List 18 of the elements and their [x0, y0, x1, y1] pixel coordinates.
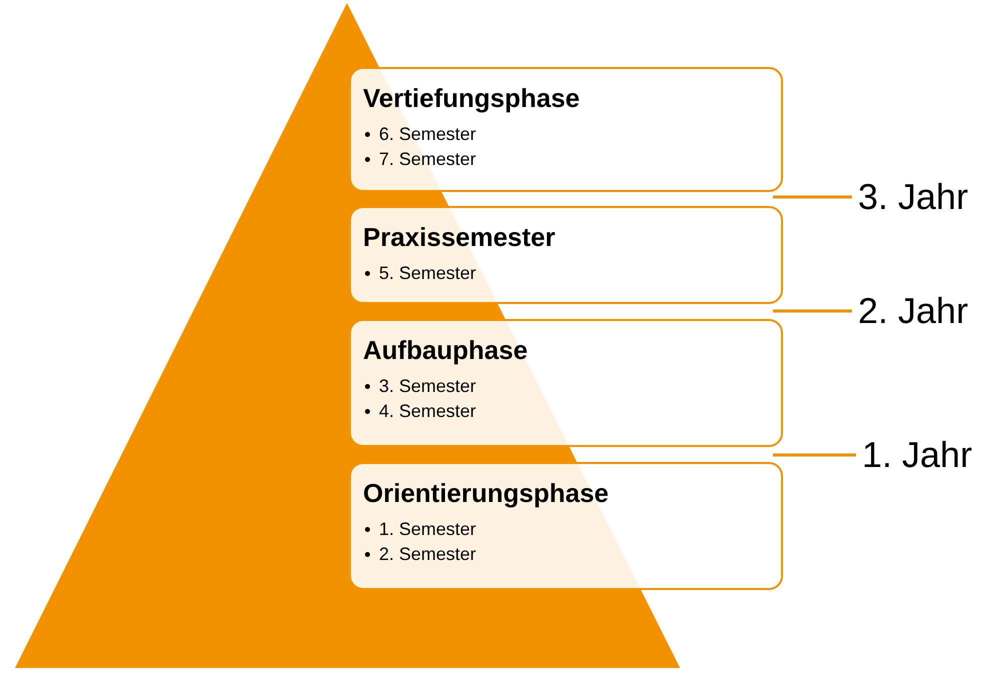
semester-list-item: 7. Semester	[378, 148, 476, 171]
semester-list-item: 3. Semester	[378, 375, 476, 398]
phase-box	[349, 462, 783, 590]
phase-box	[349, 206, 783, 304]
year-label: 3. Jahr	[858, 177, 968, 217]
semester-list-item: 5. Semester	[378, 262, 476, 285]
semester-list-item: 2. Semester	[378, 543, 476, 566]
phase-box	[349, 319, 783, 447]
year-label: 1. Jahr	[862, 435, 972, 475]
semester-list-item: 1. Semester	[378, 518, 476, 541]
semester-list-item: 4. Semester	[378, 400, 476, 423]
semester-list-item: 6. Semester	[378, 123, 476, 146]
year-label: 2. Jahr	[858, 291, 968, 331]
phase-title: Praxissemester	[363, 222, 556, 253]
phase-title: Aufbauphase	[363, 335, 528, 366]
phase-title: Vertiefungsphase	[363, 83, 580, 114]
phase-box	[349, 67, 783, 192]
phase-title: Orientierungsphase	[363, 478, 609, 509]
